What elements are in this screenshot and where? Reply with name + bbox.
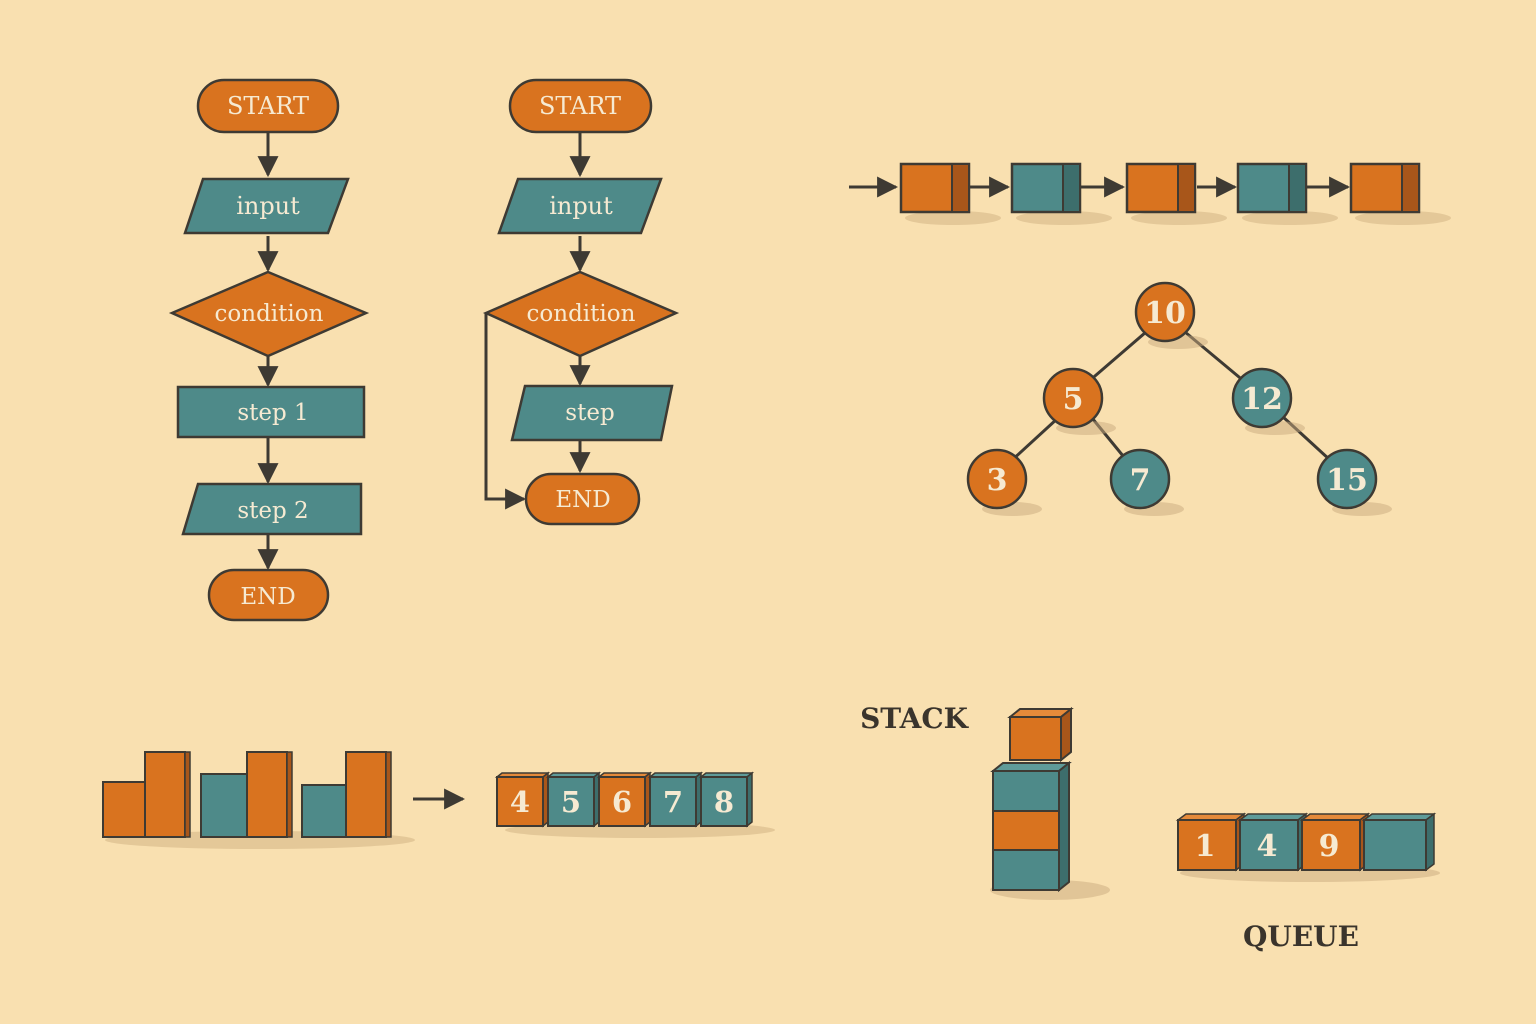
sorted-array-cell: 8 xyxy=(698,771,755,828)
queue-cells: 1 4 9 xyxy=(1175,812,1437,872)
queue-label: QUEUE xyxy=(1243,920,1359,953)
bar-block xyxy=(246,751,293,838)
tree-node-7: 7 xyxy=(1109,448,1184,516)
flowchart-2: START input condition step END xyxy=(482,78,680,526)
sorted-array-cell: 5 xyxy=(545,771,602,828)
flowchart-1-condition-node: condition xyxy=(168,270,370,358)
flowchart-1-start-node: START xyxy=(196,78,340,134)
linked-list xyxy=(849,162,1451,225)
tree-node-12: 12 xyxy=(1231,367,1305,435)
flowchart-2-step-node: step xyxy=(510,384,674,442)
queue-value: 4 xyxy=(1257,829,1278,864)
queue-value: 1 xyxy=(1195,829,1216,864)
queue-cell: 9 xyxy=(1299,812,1371,872)
tree-node-5-label: 5 xyxy=(1063,382,1084,417)
flowchart-1: START input condition step 1 step 2 END xyxy=(168,78,370,622)
sorted-array-cell: 6 xyxy=(596,771,653,828)
linked-list-node xyxy=(1125,162,1227,225)
flowchart-2-end-label: END xyxy=(555,487,610,513)
bar-block xyxy=(345,751,392,838)
flowchart-2-start-label: START xyxy=(539,92,621,120)
tree-node-15-label: 15 xyxy=(1326,463,1368,498)
linked-list-node xyxy=(1236,162,1338,225)
queue-cell: 4 xyxy=(1237,812,1309,872)
flowchart-2-step-label: step xyxy=(565,400,614,426)
tree-node-3-label: 3 xyxy=(987,463,1008,498)
flowchart-1-start-label: START xyxy=(227,92,309,120)
stack-illustration: STACK xyxy=(860,702,1110,900)
sorted-array-value: 6 xyxy=(612,785,632,819)
sorted-array-value: 8 xyxy=(714,785,734,819)
stack-top-block xyxy=(1007,706,1074,763)
flowchart-2-connectors xyxy=(484,132,591,510)
tree-node-10-label: 10 xyxy=(1144,296,1186,331)
flowchart-2-condition-node: condition xyxy=(482,270,680,358)
flowchart-1-end-label: END xyxy=(240,584,295,610)
flowchart-2-condition-label: condition xyxy=(527,301,636,327)
flowchart-2-start-node: START xyxy=(508,78,653,134)
sorted-array-value: 7 xyxy=(663,785,683,819)
sorted-array-cell: 7 xyxy=(647,771,704,828)
bar-block xyxy=(200,773,250,838)
tree-node-3: 3 xyxy=(966,448,1042,516)
bar-block xyxy=(102,781,148,838)
linked-list-node xyxy=(1010,162,1112,225)
unsorted-bars xyxy=(102,751,415,849)
flowchart-1-step2-node: step 2 xyxy=(181,482,363,536)
queue-illustration: 1 4 9 QUEUE xyxy=(1175,812,1440,953)
flowchart-2-end-node: END xyxy=(524,472,641,526)
tree-node-10: 10 xyxy=(1134,281,1208,349)
binary-tree: 10 5 12 3 7 15 xyxy=(966,281,1392,516)
flowchart-2-input-label: input xyxy=(549,192,613,220)
flowchart-1-step2-label: step 2 xyxy=(237,498,308,524)
flowchart-1-condition-label: condition xyxy=(215,301,324,327)
stack-column xyxy=(990,760,1072,893)
sorted-array-value: 4 xyxy=(510,785,530,819)
stack-block xyxy=(992,770,1060,812)
sorted-array-cell: 4 xyxy=(494,771,551,828)
linked-list-node xyxy=(899,162,1001,225)
flowchart-1-input-label: input xyxy=(236,192,300,220)
sorted-array-value: 5 xyxy=(561,785,581,819)
tree-node-12-label: 12 xyxy=(1241,382,1283,417)
linked-list-nodes xyxy=(899,162,1451,225)
tree-node-5: 5 xyxy=(1042,367,1116,435)
stack-block xyxy=(992,849,1060,891)
stack-label: STACK xyxy=(860,702,970,735)
queue-value: 9 xyxy=(1319,829,1340,864)
tree-node-7-label: 7 xyxy=(1130,463,1151,498)
flowchart-2-input-node: input xyxy=(497,177,663,235)
bar-block xyxy=(144,751,191,838)
flowchart-1-step1-label: step 1 xyxy=(237,400,308,426)
tree-node-15: 15 xyxy=(1316,448,1392,516)
stack-block xyxy=(992,810,1060,851)
queue-cell: 1 xyxy=(1175,812,1247,872)
linked-list-node xyxy=(1349,162,1451,225)
queue-cell xyxy=(1361,812,1437,872)
bar-block xyxy=(301,784,349,838)
flowchart-1-end-node: END xyxy=(207,568,330,622)
flowchart-1-step1-node: step 1 xyxy=(176,385,366,439)
flowchart-1-input-node: input xyxy=(183,177,350,235)
